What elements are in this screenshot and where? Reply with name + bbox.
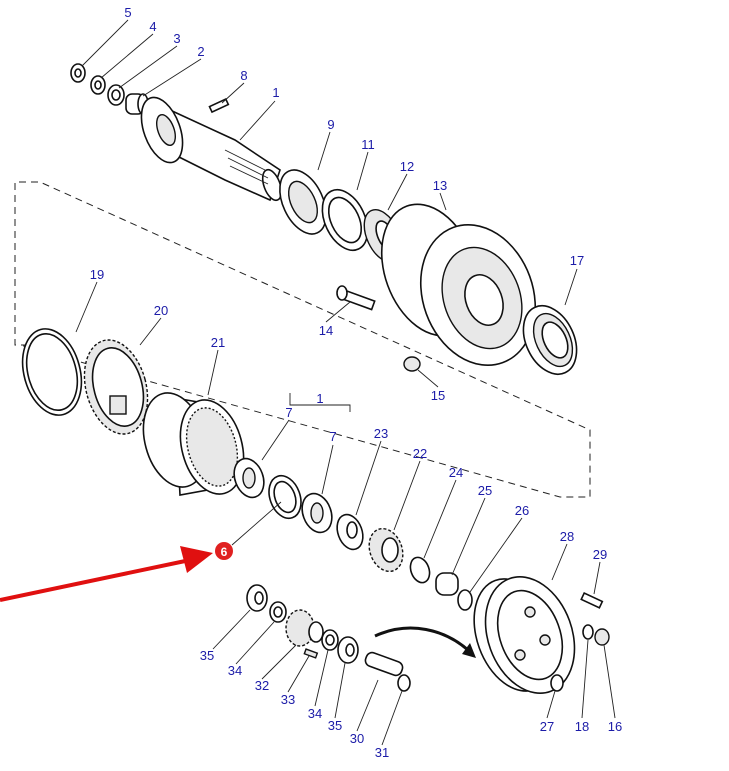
- callout-labels: 5 4 3 2 8 1 9 11 12 13 17 19 20 21 14 15…: [90, 5, 622, 760]
- callout-26: 26: [515, 503, 529, 518]
- callout-13: 13: [433, 178, 447, 193]
- red-pointer-arrow: [0, 558, 191, 602]
- leader-lines: [75, 19, 616, 746]
- callout-32: 32: [255, 678, 269, 693]
- callout-17: 17: [570, 253, 584, 268]
- part-20-gear: [83, 339, 149, 435]
- callout-29: 29: [593, 547, 607, 562]
- callout-14: 14: [319, 323, 333, 338]
- part-16-plug: [594, 628, 610, 646]
- callout-27: 27: [540, 719, 554, 734]
- callout-7: 7: [285, 405, 292, 420]
- highlight-badge[interactable]: [215, 542, 233, 560]
- part-7-nut: [301, 492, 333, 534]
- callout-18: 18: [575, 719, 589, 734]
- callout-24: 24: [449, 465, 463, 480]
- part-35-washer: [246, 584, 268, 612]
- callout-12: 12: [400, 159, 414, 174]
- part-8-bolt: [208, 97, 230, 114]
- callout-2: 2: [197, 44, 204, 59]
- part-22-gear: [368, 527, 404, 573]
- part-14-bolt: [336, 285, 376, 311]
- callout-31: 31: [375, 745, 389, 760]
- callout-25: 25: [478, 483, 492, 498]
- part-17-bearing: [522, 305, 578, 375]
- assembly-boundary: [14, 181, 591, 498]
- callout-34: 34: [228, 663, 242, 678]
- callout-4: 4: [149, 19, 156, 34]
- callout-15: 15: [431, 388, 445, 403]
- callout-5: 5: [124, 5, 131, 20]
- callout-16: 16: [608, 719, 622, 734]
- callout-30: 30: [350, 731, 364, 746]
- part-28-cover: [473, 576, 576, 694]
- callout-1-group: 1: [316, 391, 323, 406]
- callout-9: 9: [327, 117, 334, 132]
- part-3-ring: [107, 84, 125, 106]
- part-34-washer: [269, 601, 287, 623]
- part-25-bushing: [435, 572, 459, 596]
- callout-19: 19: [90, 267, 104, 282]
- assembly-arrow-head: [462, 643, 476, 658]
- part-7-nut: [233, 457, 265, 499]
- part-31-ring: [397, 674, 411, 692]
- assembly-arrow: [374, 626, 469, 652]
- part-26-o-ring: [457, 589, 473, 611]
- callout-35: 35: [200, 648, 214, 663]
- part-9-seal: [279, 169, 327, 235]
- callout-7b: 7: [329, 429, 336, 444]
- part-6-washer: [268, 474, 302, 520]
- part-19-snap-ring: [21, 328, 83, 416]
- red-pointer-arrowhead: [180, 546, 213, 573]
- callout-33: 33: [281, 692, 295, 707]
- part-29-bolt: [580, 591, 604, 609]
- part-13-housing: [380, 203, 537, 367]
- part-21-ring-gear: [142, 392, 245, 496]
- part-4-ring: [90, 75, 106, 95]
- part-24-ring: [409, 556, 431, 584]
- callout-22: 22: [413, 446, 427, 461]
- part-5-ring: [70, 63, 86, 83]
- callout-21: 21: [211, 335, 225, 350]
- callout-11: 11: [361, 137, 375, 152]
- highlight-badge-label: 6: [221, 545, 228, 559]
- part-33-pin: [303, 648, 319, 659]
- part-11-cup: [321, 188, 369, 252]
- callout-3: 3: [173, 31, 180, 46]
- part-1-hub-shaft: [140, 96, 283, 202]
- callout-28: 28: [560, 529, 574, 544]
- part-34-washer: [321, 629, 339, 651]
- part-32-gear: [285, 609, 324, 647]
- callout-23: 23: [374, 426, 388, 441]
- callout-35b: 35: [328, 718, 342, 733]
- part-27-o-ring: [550, 674, 564, 692]
- callout-20: 20: [154, 303, 168, 318]
- part-15-nut: [403, 356, 421, 372]
- part-35-washer: [337, 636, 359, 664]
- part-23-thrust-washer: [336, 513, 364, 551]
- callout-8: 8: [240, 68, 247, 83]
- callout-1: 1: [272, 85, 279, 100]
- part-30-pin: [364, 651, 404, 677]
- part-18-seal: [582, 624, 594, 640]
- callout-34b: 34: [308, 706, 322, 721]
